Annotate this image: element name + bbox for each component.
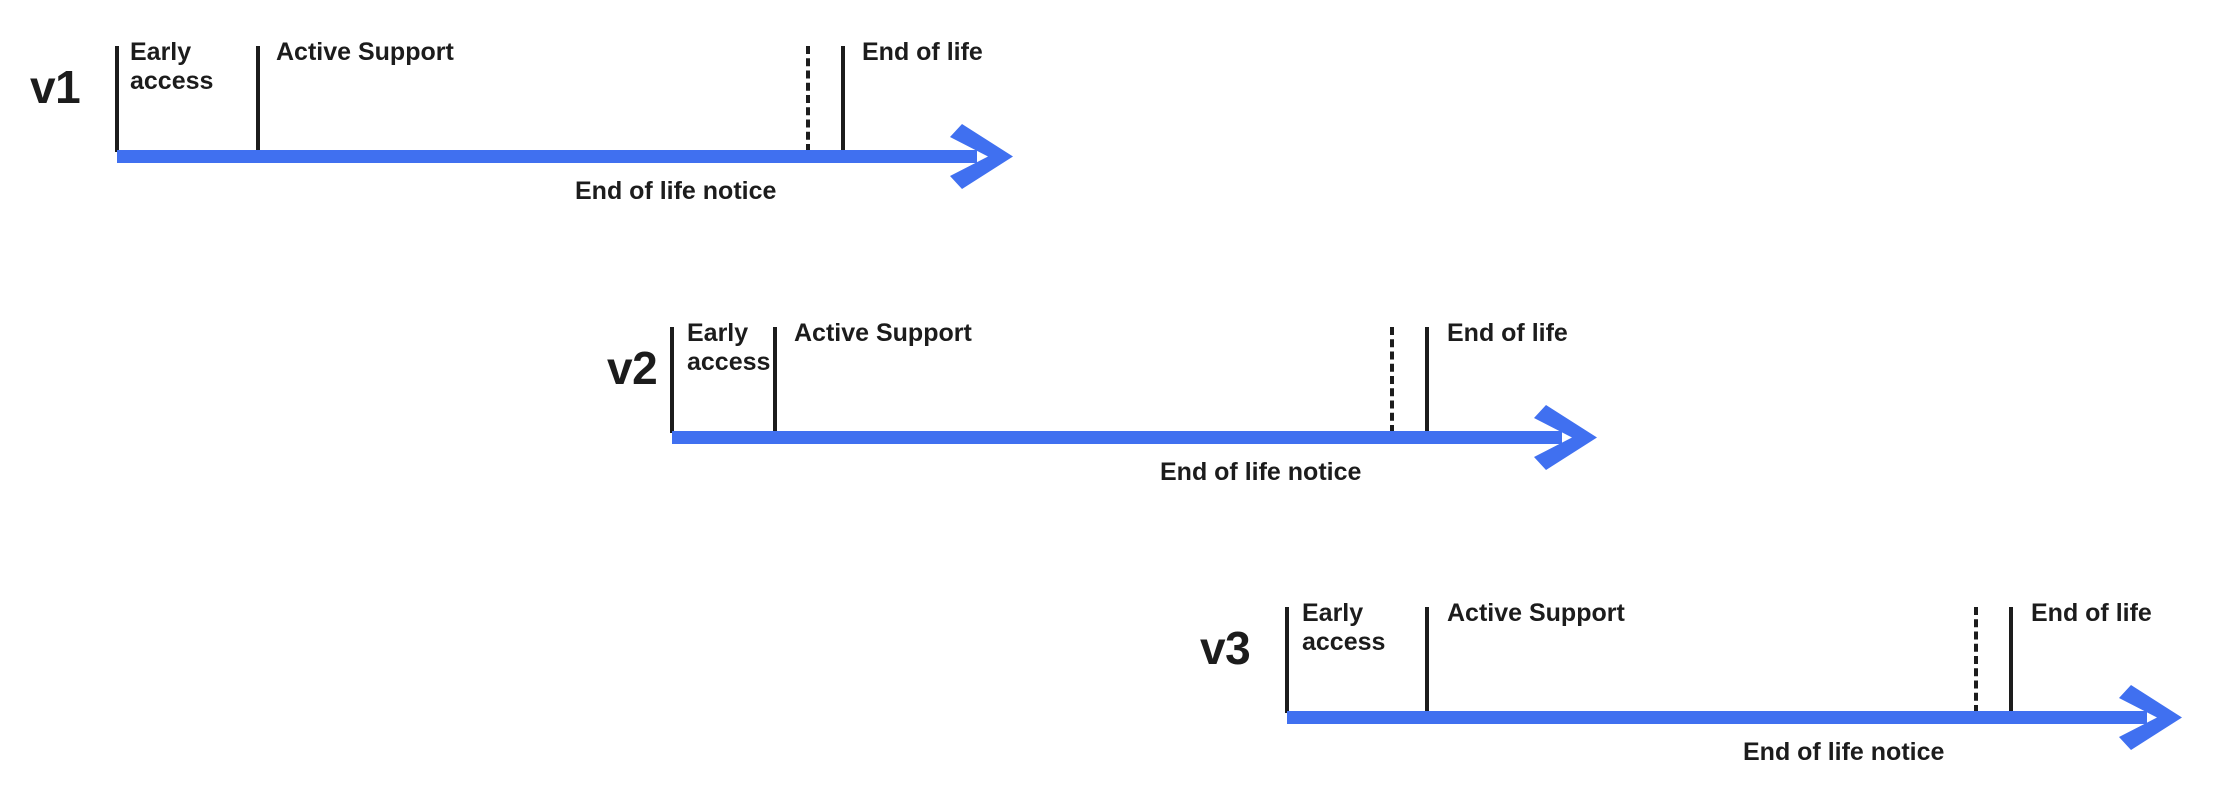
phase-label-end-of-life-v1: End of life — [862, 38, 983, 66]
version-label-v2: v2 — [607, 342, 658, 394]
end-of-life-notice-marker-v3 — [1974, 607, 1978, 713]
notice-label-v3: End of life notice — [1743, 738, 1945, 766]
notice-label-v1: End of life notice — [575, 177, 777, 205]
notice-label-v2: End of life notice — [1160, 458, 1362, 486]
separator-early-access-start-v2 — [670, 327, 674, 433]
version-label-v1: v1 — [30, 61, 81, 113]
separator-end-of-life-start-v1 — [841, 46, 845, 152]
phase-label-end-of-life-v3: End of life — [2031, 599, 2152, 627]
end-of-life-notice-marker-v2 — [1390, 327, 1394, 433]
separator-end-of-life-start-v3 — [2009, 607, 2013, 713]
lifecycle-arrow-shaft-v3 — [1287, 711, 2147, 724]
phase-label-early-access-v3: Early access — [1302, 599, 1386, 656]
phase-label-active-support-v3: Active Support — [1447, 599, 1625, 627]
end-of-life-notice-marker-v1 — [806, 46, 810, 152]
lifecycle-arrow-shaft-v2 — [672, 431, 1562, 444]
phase-label-end-of-life-v2: End of life — [1447, 319, 1568, 347]
separator-active-support-start-v1 — [256, 46, 260, 152]
phase-label-early-access-v1: Early access — [130, 38, 214, 95]
phase-label-active-support-v2: Active Support — [794, 319, 972, 347]
phase-label-active-support-v1: Active Support — [276, 38, 454, 66]
phase-label-early-access-v2: Early access — [687, 319, 771, 376]
separator-early-access-start-v3 — [1285, 607, 1289, 713]
separator-end-of-life-start-v2 — [1425, 327, 1429, 433]
separator-active-support-start-v3 — [1425, 607, 1429, 713]
separator-active-support-start-v2 — [773, 327, 777, 433]
lifecycle-arrow-shaft-v1 — [117, 150, 977, 163]
separator-early-access-start-v1 — [115, 46, 119, 152]
version-label-v3: v3 — [1200, 622, 1251, 674]
